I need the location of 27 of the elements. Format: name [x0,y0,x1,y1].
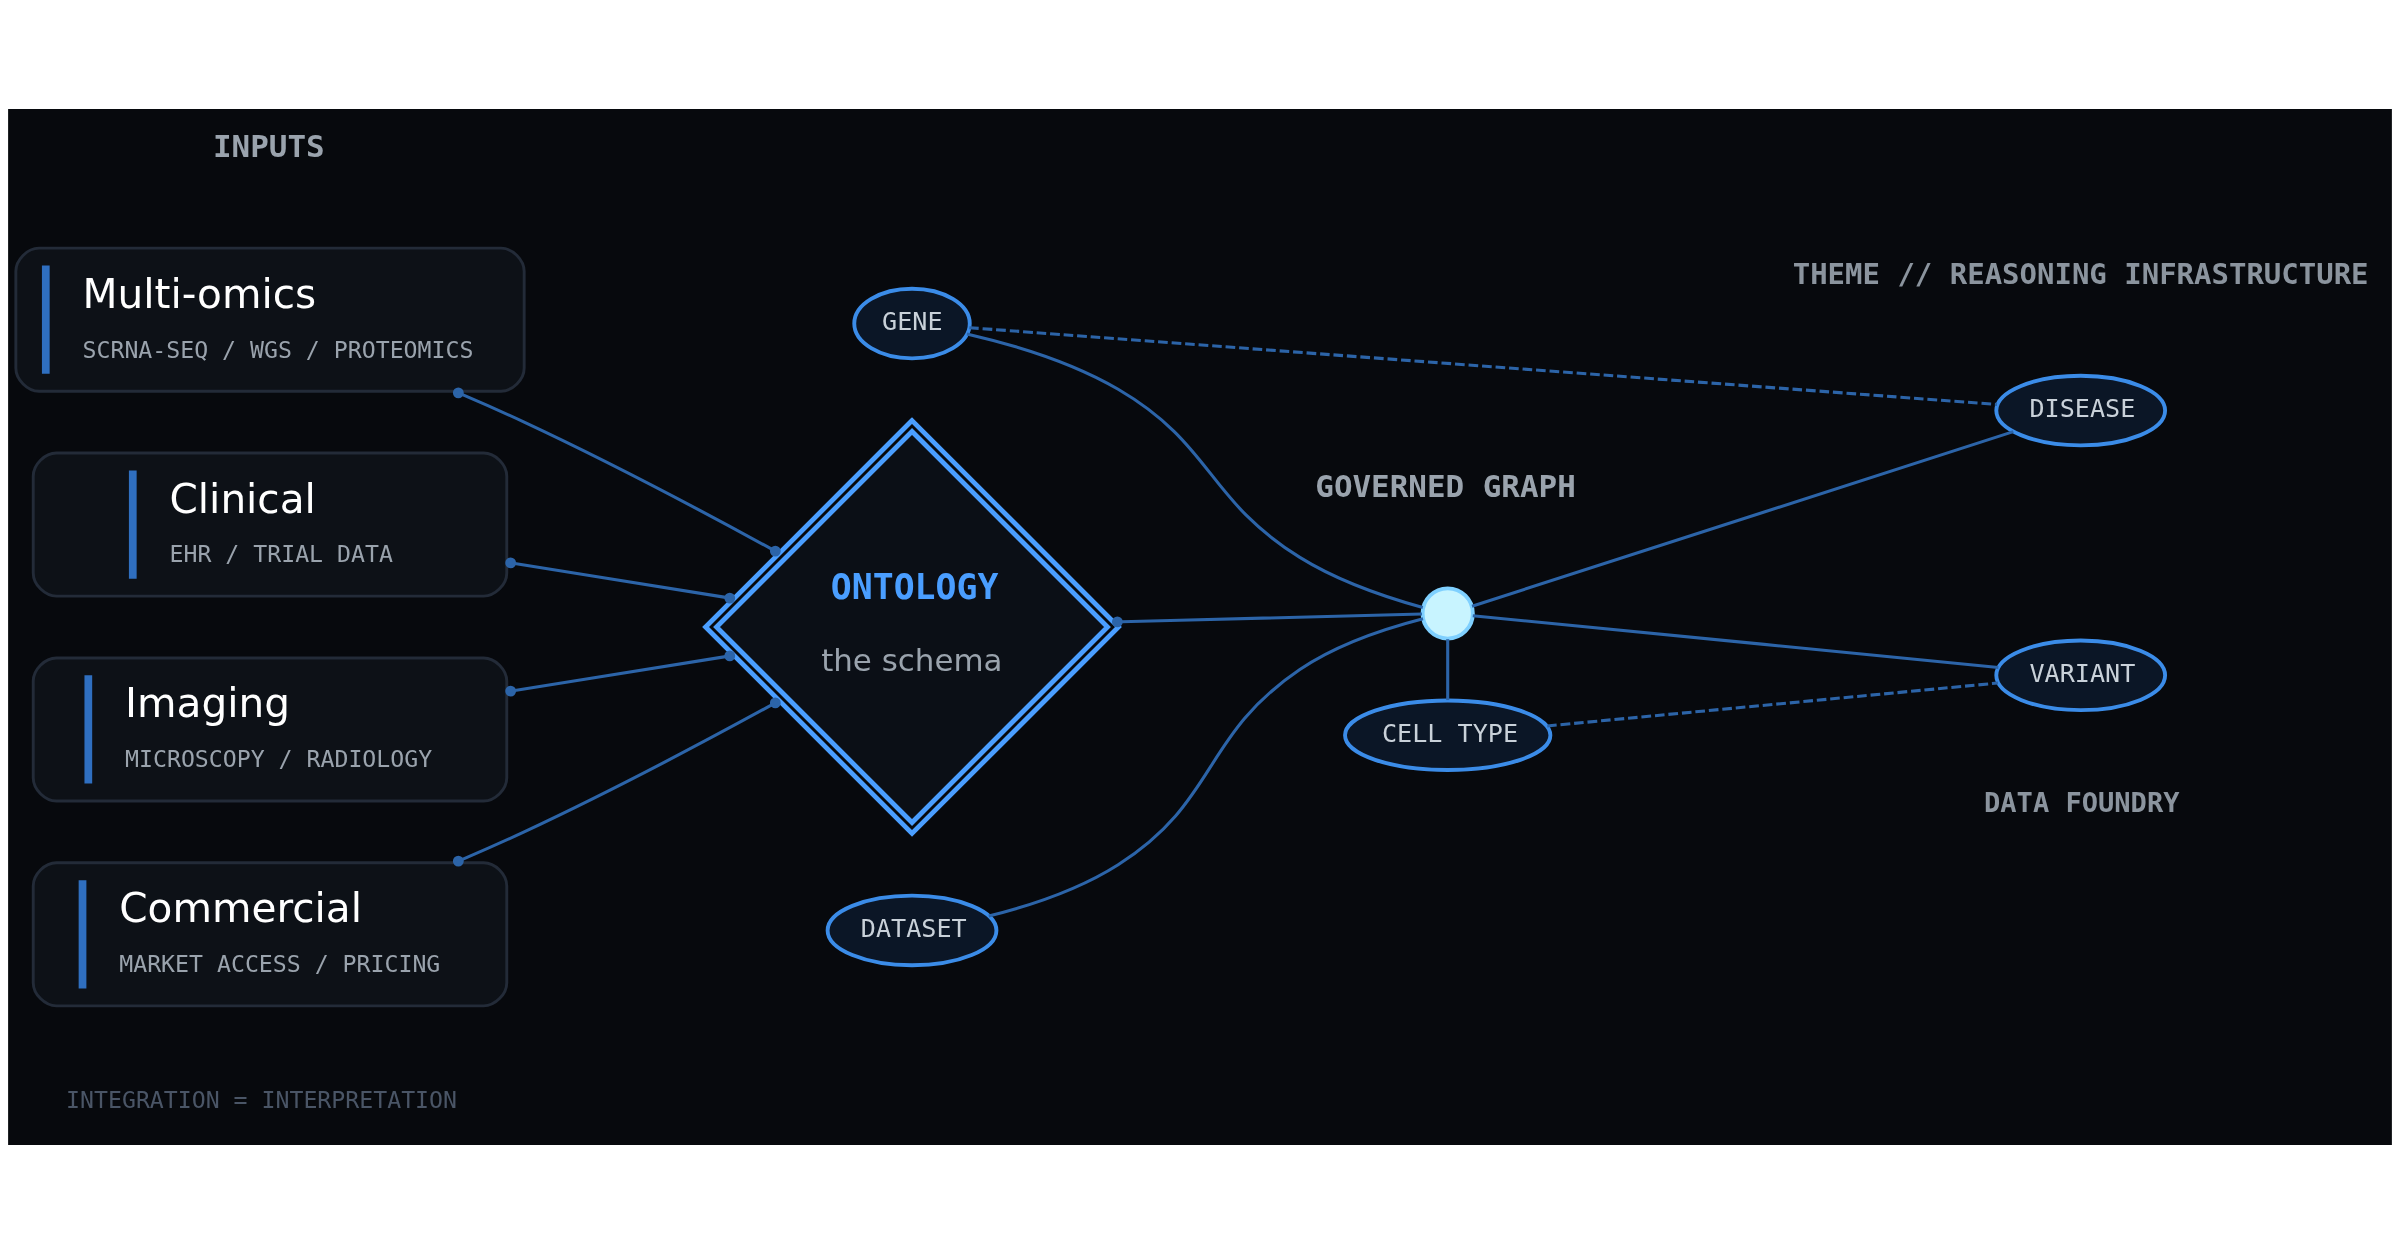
connector [969,326,1998,406]
node-ellipse: DISEASE [1994,373,2168,448]
connector [1111,612,1422,628]
connector [988,617,1424,918]
connector [505,557,736,604]
label: GOVERNED GRAPH [1315,468,1576,505]
connector [1471,430,2014,608]
node-box: Clinical EHR / TRIAL DATA [31,451,509,598]
node-box: Multi-omics SCRNA-SEQ / WGS / PROTEOMICS [14,246,526,393]
connector [1472,614,1999,669]
connector [452,697,781,867]
node-box: Commercial MARKET ACCESS / PRICING [31,861,509,1008]
node-ellipse: GENE [852,286,972,361]
node-circle [1420,586,1475,641]
label: INPUTS [212,127,325,164]
label: THEME // REASONING INFRASTRUCTURE [1792,256,2369,291]
connector [1446,639,1450,701]
connector [1547,681,1999,728]
node-ellipse: DATASET [825,893,999,968]
connector [505,650,736,697]
label: DATA FOUNDRY [1984,786,2180,818]
node-ellipse: CELL TYPE [1343,698,1553,772]
node-ellipse: VARIANT [1994,638,2168,713]
node-box: Imaging MICROSCOPY / RADIOLOGY [31,656,509,803]
label: INTEGRATION = INTERPRETATION [66,1086,457,1114]
connector [452,387,781,557]
connector [966,332,1424,610]
